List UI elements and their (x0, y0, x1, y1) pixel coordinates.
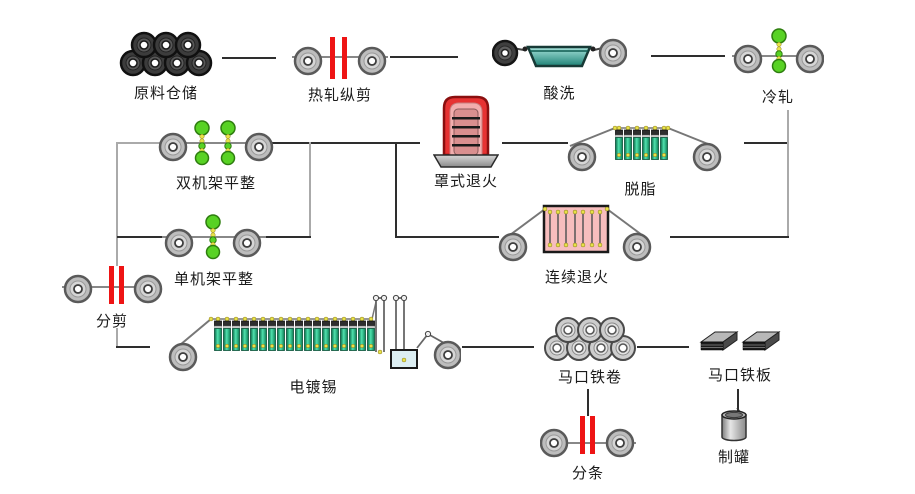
connector-line (116, 328, 118, 348)
slitter-icon (62, 266, 163, 304)
station-label: 双机架平整 (175, 174, 256, 192)
station-label: 脱脂 (624, 180, 657, 198)
connector-line (502, 142, 568, 144)
station-degreasing: 脱脂 (558, 118, 723, 199)
connector-line (637, 346, 689, 348)
tinplate-coil-icon (544, 317, 636, 361)
connector-line (651, 55, 725, 57)
station-label: 冷轧 (761, 88, 794, 106)
station-two-stand-temper-mill: 双机架平整 (158, 116, 274, 193)
connector-line (116, 346, 150, 348)
connector-line (309, 142, 311, 238)
station-label: 马口铁板 (707, 366, 772, 384)
station-hot-rolled-slitting: 热轧纵剪 (292, 34, 388, 105)
degreasing-cells-icon (567, 125, 722, 172)
connector-line (787, 110, 789, 238)
connector-line (395, 142, 397, 238)
pickling-tank-icon (492, 38, 627, 68)
can-icon (721, 407, 747, 442)
station-tinplate-sheet: 马口铁板 (699, 330, 781, 385)
connector-line (744, 142, 788, 144)
connector-line (259, 236, 311, 238)
connector-line (395, 236, 499, 238)
cold-mill-icon (732, 28, 824, 74)
connector-line (390, 56, 458, 58)
station-cold-rolling: 冷轧 (732, 28, 824, 107)
station-label: 罩式退火 (433, 172, 498, 190)
station-label: 电镀锡 (289, 378, 338, 396)
station-slitting: 分剪 (60, 262, 164, 331)
station-electro-tinning: 电镀锡 (166, 290, 461, 397)
station-continuous-annealing: 连续退火 (498, 198, 656, 287)
connector-line (222, 57, 276, 59)
station-label: 原料仓储 (133, 84, 198, 102)
connector-line (462, 346, 534, 348)
station-label: 分剪 (95, 312, 128, 330)
slitter-icon (540, 416, 636, 458)
coil-stack-icon (119, 31, 213, 77)
station-raw-material-storage: 原料仓储 (118, 30, 214, 103)
station-label: 分条 (571, 464, 604, 482)
station-pickling: 酸洗 (492, 38, 627, 103)
bell-furnace-icon (433, 95, 499, 168)
station-single-stand-temper-mill: 单机架平整 (162, 212, 266, 289)
continuous-annealing-icon (498, 204, 652, 262)
station-strip-cutting: 分条 (540, 412, 636, 483)
two-stand-mill-icon (158, 120, 274, 166)
connector-line (116, 142, 118, 266)
tinning-line-icon (168, 294, 461, 372)
station-label: 单机架平整 (173, 270, 254, 288)
connector-line (270, 142, 420, 144)
connector-line (117, 142, 165, 144)
station-bell-annealing: 罩式退火 (433, 92, 499, 191)
station-label: 酸洗 (543, 84, 576, 102)
connector-line (670, 236, 789, 238)
connector-line (117, 236, 167, 238)
connector-line (587, 389, 589, 416)
station-can-making: 制罐 (717, 406, 751, 467)
single-stand-mill-icon (162, 214, 266, 260)
station-label: 制罐 (717, 448, 750, 466)
station-label: 马口铁卷 (557, 368, 622, 386)
station-label: 热轧纵剪 (307, 86, 372, 104)
tinplate-sheet-icon (699, 331, 781, 351)
station-tinplate-coil: 马口铁卷 (544, 316, 636, 387)
slitter-icon (292, 37, 388, 79)
station-label: 连续退火 (544, 268, 609, 286)
connector-line (737, 389, 739, 412)
